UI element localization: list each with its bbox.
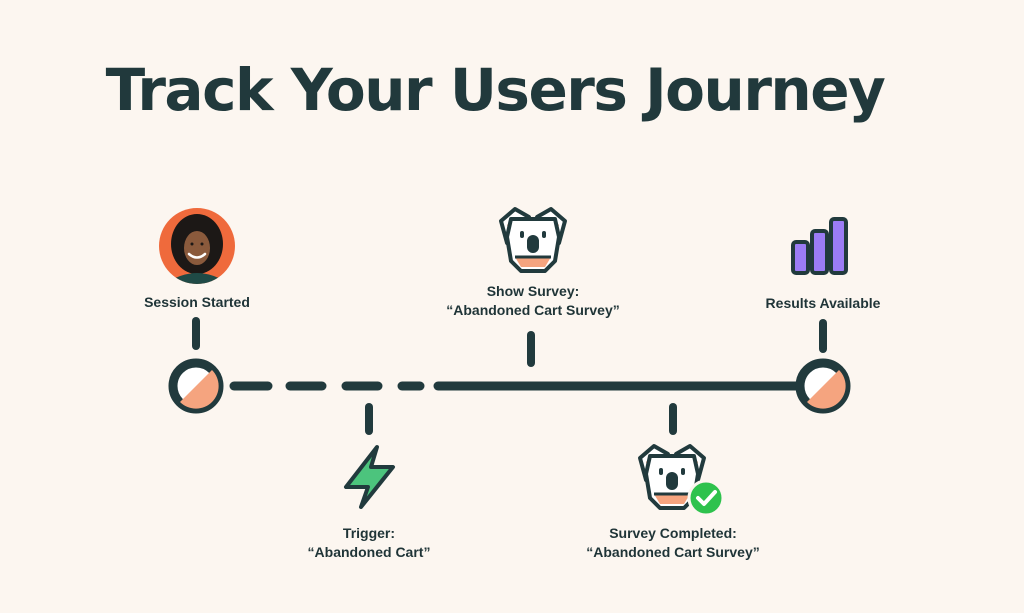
show-survey-value: “Abandoned Cart Survey” [446,302,620,318]
survey-completed-value: “Abandoned Cart Survey” [586,544,760,560]
survey-completed-title: Survey Completed: [609,525,737,541]
end-node [795,358,851,414]
show-survey-title: Show Survey: [486,283,580,299]
trigger-label: Trigger: “Abandoned Cart” [308,524,431,562]
show-survey-label: Show Survey: “Abandoned Cart Survey” [446,282,619,320]
trigger-title: Trigger: [342,525,396,541]
results-available-title: Results Available [765,295,881,311]
session-started-label: Session Started [144,293,250,312]
trigger-value: “Abandoned Cart” [307,544,431,560]
page-title: Track Your Users Journey [105,56,886,124]
session-started-title: Session Started [144,294,250,310]
check-badge-icon [687,479,725,517]
bar-chart-icon [791,217,848,275]
user-avatar [159,208,235,284]
survey-completed-label: Survey Completed: “Abandoned Cart Survey… [586,524,759,562]
koala-mascot-icon [499,207,567,273]
start-node [168,358,224,414]
results-available-label: Results Available [766,294,881,313]
lightning-bolt-icon [344,445,395,509]
koala-mascot-check-icon [638,444,725,517]
